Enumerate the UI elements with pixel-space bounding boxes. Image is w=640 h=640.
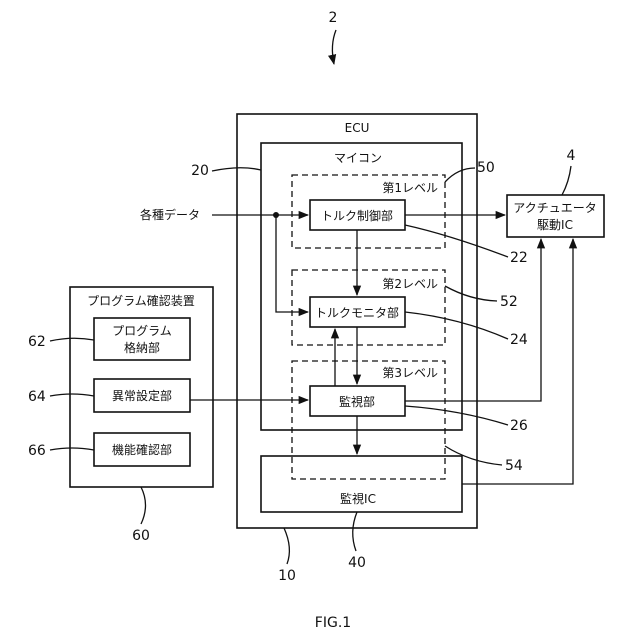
program-storage-label-line2: 格納部 [124,340,160,355]
actuator-ic-label-line1: アクチュエータ [513,201,596,215]
leader-10 [284,528,289,564]
leader-50 [445,168,475,182]
actuator-ic-label-line2: 駆動IC [537,218,573,232]
function-check-label: 機能確認部 [112,442,172,457]
ref-26: 26 [510,418,528,434]
input-to-torque-monitor-arrow [276,215,308,312]
microcomputer-label: マイコン [334,151,382,165]
ref-54: 54 [505,458,523,474]
leader-66 [50,448,94,450]
ref-64: 64 [28,389,46,405]
ecu-label: ECU [345,121,370,135]
ref-40: 40 [348,555,366,571]
leader-60 [141,487,146,524]
ref-62: 62 [28,334,46,350]
program-storage-label-line1: プログラム [112,324,172,338]
ref-52: 52 [500,294,518,310]
ref-22: 22 [510,250,528,266]
ref-4: 4 [567,148,576,164]
leader-26 [405,406,508,425]
program-checker-label: プログラム確認装置 [87,293,195,308]
level2-label: 第2レベル [382,277,438,291]
leader-4 [562,166,571,195]
leader-22 [405,225,508,257]
monitor-ic-label: 監視IC [340,491,376,506]
torque-control-label: トルク制御部 [321,208,393,223]
ref-24: 24 [510,332,528,348]
ref-50: 50 [477,160,495,176]
leader-62 [50,338,94,341]
leader-40 [353,512,357,551]
program-checker-box [70,287,213,487]
ecu-box [237,114,477,528]
leader-52 [445,286,497,301]
ref-10: 10 [278,568,296,584]
torque-monitor-label: トルクモニタ部 [315,305,399,320]
monitor-unit-label: 監視部 [339,394,375,409]
ref-60: 60 [132,528,150,544]
figure-ref-arrow [332,30,336,64]
monitor-ic-to-actuator-arrow [462,239,573,484]
ref-66: 66 [28,443,46,459]
input-data-label: 各種データ [140,207,200,222]
level3-label: 第3レベル [382,366,438,380]
leader-24 [405,312,508,339]
figure-ref-number: 2 [329,10,338,26]
leader-64 [50,394,94,396]
level1-label: 第1レベル [382,181,438,195]
ref-20: 20 [191,163,209,179]
fault-setting-label: 異常設定部 [112,388,172,403]
figure-caption: FIG.1 [315,615,351,631]
